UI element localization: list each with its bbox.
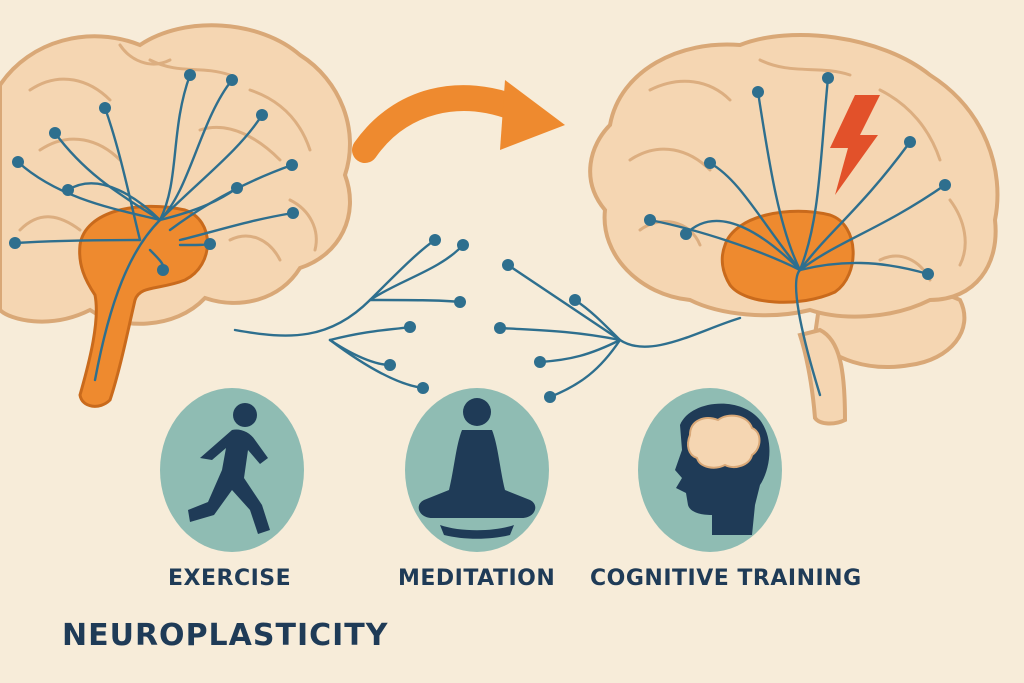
neuron-branch — [178, 211, 295, 242]
neuron-branch — [158, 78, 234, 222]
head-brain-icon — [687, 414, 761, 469]
neuron-branch — [103, 106, 142, 242]
neuron-node — [822, 72, 834, 84]
neuron-branch — [158, 186, 239, 222]
neuron-node — [226, 74, 238, 86]
neuron-node — [922, 268, 934, 280]
exercise-label: EXERCISE — [168, 566, 292, 591]
neuron-node — [9, 237, 21, 249]
left-brain-folds — [18, 43, 318, 262]
neuron-branch — [368, 298, 462, 304]
neuron-node — [99, 102, 111, 114]
meditating-person-icon — [418, 398, 536, 539]
neuron-node — [680, 228, 692, 240]
neuron-node — [752, 86, 764, 98]
neuron-network — [9, 69, 951, 403]
exercise-badge — [160, 388, 304, 552]
neuron-branch — [158, 113, 264, 222]
neuron-node — [494, 322, 506, 334]
lightning-icon — [830, 95, 880, 195]
right-brain — [588, 33, 1000, 426]
neuron-node — [287, 207, 299, 219]
neuron-node — [704, 157, 716, 169]
neuron-node — [569, 294, 581, 306]
neuron-node — [904, 136, 916, 148]
neuron-node — [502, 259, 514, 271]
running-person-icon — [188, 403, 270, 534]
meditation-label: MEDITATION — [398, 566, 556, 591]
neuron-node — [62, 184, 74, 196]
neuron-node — [544, 391, 556, 403]
neuron-node — [644, 214, 656, 226]
neuron-branch — [548, 338, 622, 399]
neuron-branch — [798, 140, 912, 272]
neuron-branch — [648, 218, 802, 272]
neuron-node — [256, 109, 268, 121]
neuron-branch — [368, 243, 465, 302]
neuron-node — [417, 382, 429, 394]
neuron-branch — [798, 183, 947, 272]
neuron-node — [384, 359, 396, 371]
neuron-branch — [16, 160, 162, 222]
neuron-branch — [13, 238, 142, 245]
neuron-branch — [538, 338, 622, 364]
neuron-node — [404, 321, 416, 333]
neuron-branch — [328, 325, 412, 342]
neuron-node — [157, 264, 169, 276]
neuron-node — [286, 159, 298, 171]
left-brainstem — [78, 204, 209, 408]
right-brain-outline — [588, 33, 1000, 319]
neuron-node — [49, 127, 61, 139]
cognitive-training-label: COGNITIVE TRAINING — [590, 566, 862, 591]
neuron-node — [204, 238, 216, 250]
neuron-node — [231, 182, 243, 194]
neuron-branch — [798, 261, 930, 276]
neuron-node — [429, 234, 441, 246]
neuron-node — [184, 69, 196, 81]
neuron-branch — [798, 76, 830, 272]
neuron-branch — [756, 90, 802, 272]
neuron-node — [534, 356, 546, 368]
right-brain-folds — [628, 58, 967, 282]
neuron-node — [12, 156, 24, 168]
arrow-head — [500, 80, 565, 150]
neuron-branch — [498, 326, 622, 342]
neuron-branch — [66, 182, 162, 222]
neuron-branch — [233, 238, 437, 337]
meditation-badge — [405, 388, 549, 552]
left-brain — [0, 23, 352, 408]
neuron-branch — [328, 338, 425, 390]
cognitive-training-badge — [638, 388, 782, 552]
right-brainstem — [797, 327, 848, 426]
page-title: NEUROPLASTICITY — [62, 618, 389, 653]
neuron-node — [939, 179, 951, 191]
neuron-node — [457, 239, 469, 251]
neuron-node — [454, 296, 466, 308]
transition-arrow — [352, 80, 565, 163]
neuron-branch — [708, 161, 802, 272]
